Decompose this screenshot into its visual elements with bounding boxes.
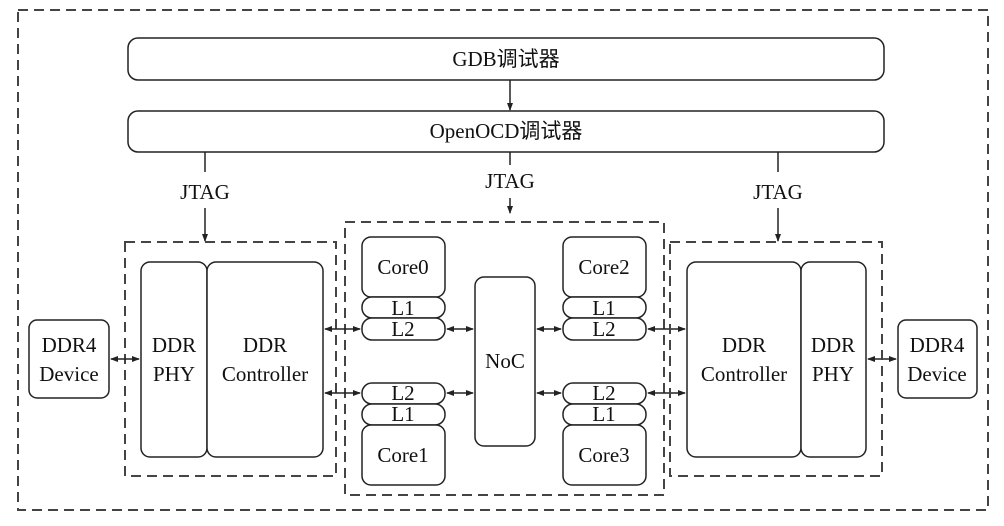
core3-l1: L1: [562, 402, 647, 426]
core1: Core1: [361, 424, 446, 486]
svg-text:Device: Device: [39, 362, 98, 386]
svg-text:L2: L2: [592, 381, 615, 405]
right-ddr-phy: DDR PHY: [800, 261, 867, 458]
svg-text:DDR: DDR: [722, 333, 766, 357]
svg-text:DDR4: DDR4: [910, 333, 965, 357]
right-ddr-controller: DDR Controller: [686, 261, 802, 458]
core2-l2: L2: [562, 317, 647, 341]
svg-text:PHY: PHY: [153, 362, 195, 386]
left-ddr-controller: DDR Controller: [206, 261, 324, 458]
core3: Core3: [562, 424, 647, 486]
cpu-cluster-group: [344, 221, 665, 496]
svg-text:Core1: Core1: [377, 443, 428, 467]
svg-text:Core2: Core2: [578, 255, 629, 279]
svg-text:DDR4: DDR4: [42, 333, 97, 357]
svg-text:L2: L2: [592, 317, 615, 341]
svg-text:L2: L2: [391, 317, 414, 341]
jtag-label-right: JTAG: [753, 180, 803, 204]
jtag-label-left: JTAG: [180, 180, 230, 204]
svg-text:Device: Device: [907, 362, 966, 386]
core3-l2: L2: [562, 381, 647, 405]
svg-text:Core3: Core3: [578, 443, 629, 467]
svg-text:NoC: NoC: [485, 349, 525, 373]
svg-text:DDR: DDR: [811, 333, 855, 357]
svg-text:L1: L1: [391, 296, 414, 320]
svg-text:Core0: Core0: [377, 255, 428, 279]
core1-l1: L1: [361, 402, 446, 426]
system-boundary: [17, 9, 989, 511]
svg-text:DDR: DDR: [152, 333, 196, 357]
core2-l1: L1: [562, 296, 647, 320]
core2: Core2: [562, 236, 647, 298]
right-ddr-group: [669, 241, 883, 477]
svg-text:GDB调试器: GDB调试器: [452, 47, 559, 71]
left-ddr-phy: DDR PHY: [140, 261, 208, 458]
svg-text:Controller: Controller: [222, 362, 308, 386]
bidirectional-arrows: [324, 326, 897, 396]
svg-text:DDR: DDR: [243, 333, 287, 357]
core0: Core0: [361, 236, 446, 298]
noc: NoC: [474, 276, 536, 447]
svg-text:L1: L1: [592, 296, 615, 320]
jtag-label-center: JTAG: [485, 169, 535, 193]
svg-text:L1: L1: [592, 402, 615, 426]
core0-l2: L2: [361, 317, 446, 341]
gdb-debugger: GDB调试器: [127, 37, 885, 81]
svg-text:OpenOCD调试器: OpenOCD调试器: [430, 119, 583, 143]
svg-text:L1: L1: [391, 402, 414, 426]
svg-text:PHY: PHY: [812, 362, 854, 386]
core1-l2: L2: [361, 381, 446, 405]
svg-text:Controller: Controller: [701, 362, 787, 386]
svg-text:L2: L2: [391, 381, 414, 405]
openocd-debugger: OpenOCD调试器: [127, 110, 885, 153]
